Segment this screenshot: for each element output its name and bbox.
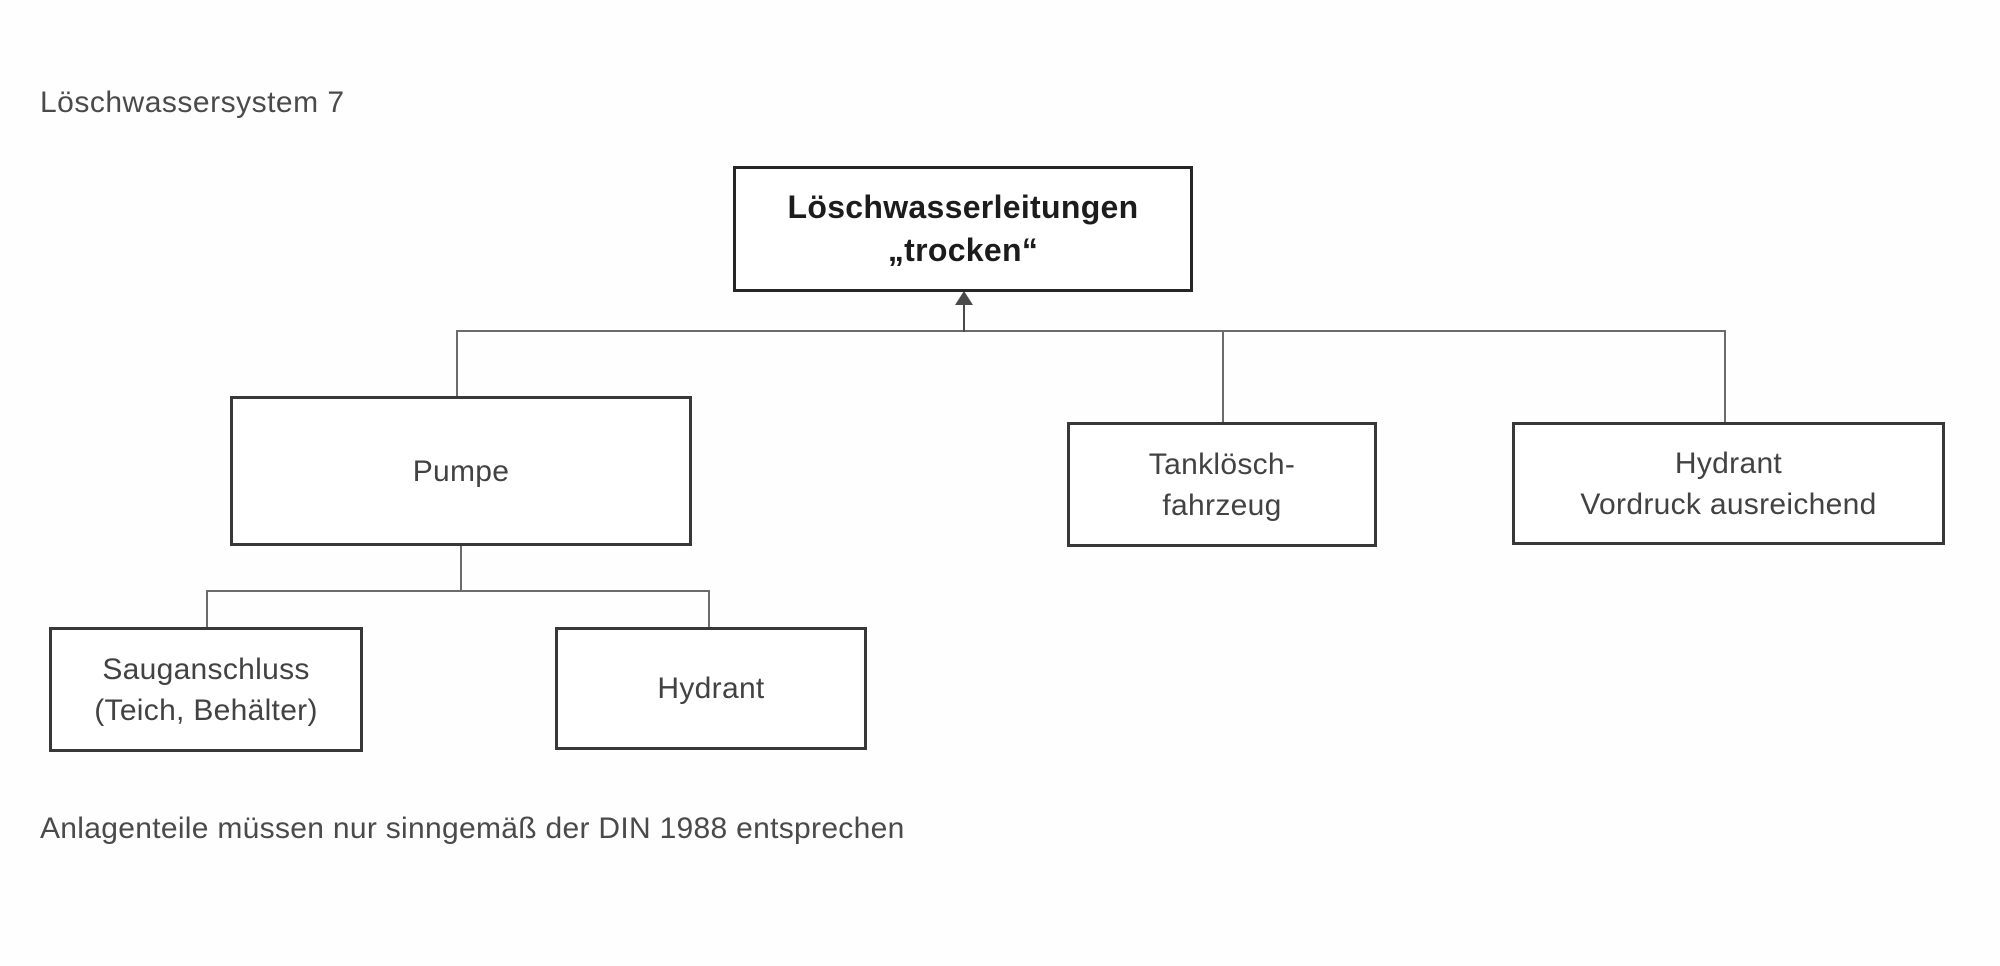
connector-arrow-shaft <box>963 302 965 332</box>
node-label-line: Hydrant <box>1674 446 1783 480</box>
node-label-line: „trocken“ <box>887 232 1039 268</box>
node-label-line: Löschwasserleitungen <box>787 189 1139 225</box>
diagram-caption: Anlagenteile müssen nur sinngemäß der DI… <box>40 812 905 845</box>
connector-drop-to-hydrant <box>708 590 710 629</box>
node-label-line: Sauganschluss <box>102 652 310 686</box>
diagram-title: Löschwassersystem 7 <box>40 86 345 119</box>
connector-drop-to-hydrant-vordruck <box>1724 330 1726 424</box>
node-label-line: Vordruck ausreichend <box>1580 487 1877 521</box>
node-label-line: fahrzeug <box>1162 488 1282 522</box>
connector-drop-to-pumpe <box>456 330 458 398</box>
connector-drop-to-tankfahrzeug <box>1222 330 1224 424</box>
connector-sub-horizontal <box>206 590 710 592</box>
connector-pumpe-down <box>460 546 462 592</box>
arrow-up-icon <box>955 291 973 305</box>
node-label-line: Pumpe <box>412 454 510 488</box>
node-sauganschluss: Sauganschluss (Teich, Behälter) <box>49 627 363 752</box>
node-loeschwasserleitungen: Löschwasserleitungen „trocken“ <box>733 166 1193 292</box>
node-label-line: (Teich, Behälter) <box>94 693 318 727</box>
node-label-line: Tanklösch- <box>1148 447 1296 481</box>
node-tankloeschfahrzeug: Tanklösch- fahrzeug <box>1067 422 1377 547</box>
node-pumpe: Pumpe <box>230 396 692 546</box>
node-hydrant-vordruck: Hydrant Vordruck ausreichend <box>1512 422 1945 545</box>
connector-drop-to-sauganschluss <box>206 590 208 629</box>
node-hydrant: Hydrant <box>555 627 867 750</box>
connector-top-horizontal <box>456 330 1726 332</box>
node-label-line: Hydrant <box>657 672 765 705</box>
